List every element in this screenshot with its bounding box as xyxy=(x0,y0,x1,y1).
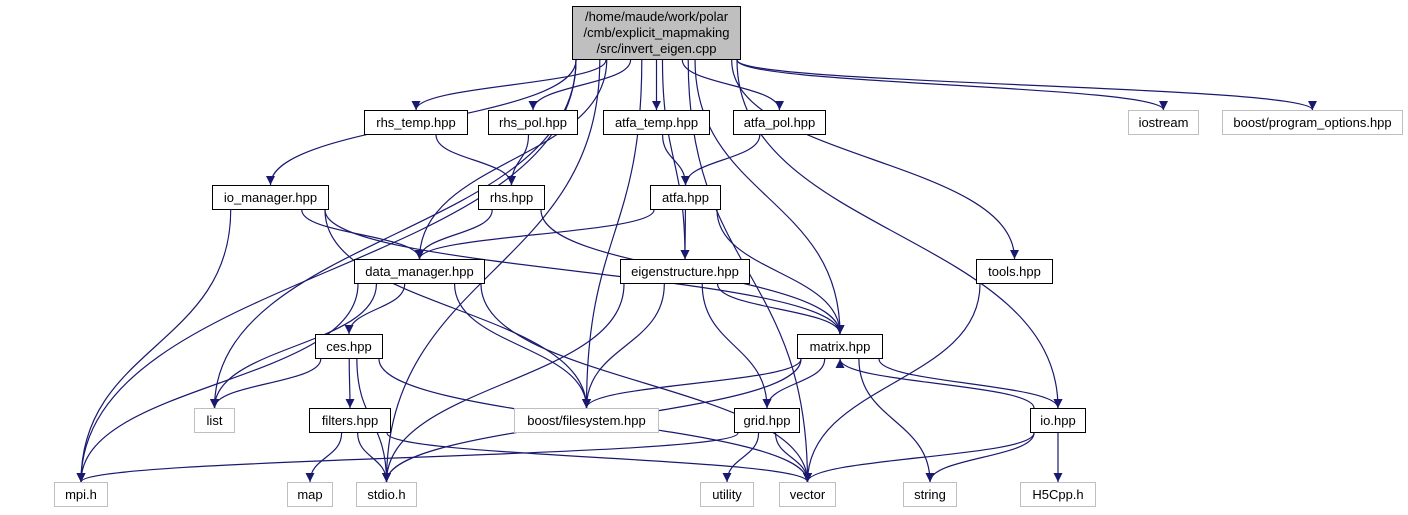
edge-root-to-tools xyxy=(731,59,1019,260)
edge-io-to-string xyxy=(925,432,1035,483)
node-rhs-pol-hpp[interactable]: rhs_pol.hpp xyxy=(488,110,578,135)
edge-io_manager-to-matrix xyxy=(324,209,845,335)
node-map: map xyxy=(287,482,333,507)
edge-data_manager-to-ces xyxy=(344,283,406,335)
node-stdio-h: stdio.h xyxy=(356,482,417,507)
edge-data_manager-to-mpi xyxy=(76,283,359,483)
edge-eigenstructure-to-grid xyxy=(701,283,772,409)
edge-root-to-iostream xyxy=(736,59,1168,111)
node-ces-hpp[interactable]: ces.hpp xyxy=(315,334,383,359)
edge-data_manager-to-vector xyxy=(480,283,812,483)
node-list: list xyxy=(194,408,235,433)
edge-atfa-to-data_manager xyxy=(415,209,655,260)
edge-root-to-matrix xyxy=(694,59,845,335)
edge-io_manager-to-mpi xyxy=(76,209,232,483)
edge-data_manager-to-boost_fs xyxy=(453,283,591,409)
edge-ces-to-list xyxy=(210,358,322,409)
node-filters-hpp[interactable]: filters.hpp xyxy=(309,408,391,433)
edge-root-to-boost_po xyxy=(736,59,1317,111)
edge-rhs_pol-to-rhs xyxy=(507,134,530,186)
edge-root-to-atfa_pol xyxy=(681,59,784,111)
edge-atfa-to-matrix xyxy=(716,209,845,335)
edge-atfa_temp-to-atfa xyxy=(661,134,690,186)
edge-eigenstructure-to-stdio xyxy=(382,283,625,483)
edge-filters-to-stdio xyxy=(357,432,391,483)
edge-tools-to-vector xyxy=(803,283,981,483)
root-file-node: /home/maude/work/polar /cmb/explicit_map… xyxy=(572,6,741,60)
edge-root-to-rhs_temp xyxy=(411,59,607,111)
root-line-1: /home/maude/work/polar xyxy=(584,9,729,24)
edge-root-to-stdio xyxy=(382,59,601,483)
edge-matrix-to-io xyxy=(878,358,1063,409)
node-rhs-hpp[interactable]: rhs.hpp xyxy=(478,185,545,210)
node-mpi-h: mpi.h xyxy=(54,482,108,507)
edge-filters-to-vector xyxy=(386,432,812,483)
edge-io-to-matrix xyxy=(835,358,1035,409)
node-string: string xyxy=(903,482,957,507)
edge-atfa_pol-to-atfa xyxy=(681,134,761,186)
edge-grid-to-utility xyxy=(722,432,760,483)
node-io-manager-hpp[interactable]: io_manager.hpp xyxy=(212,185,329,210)
edge-io_manager-to-data_manager xyxy=(301,209,424,260)
edge-matrix-to-string xyxy=(858,358,935,483)
node-data-manager-hpp[interactable]: data_manager.hpp xyxy=(354,259,485,284)
edge-matrix-to-boost_fs xyxy=(582,358,802,409)
root-line-3: /src/invert_eigen.cpp xyxy=(596,41,717,56)
edge-matrix-to-grid xyxy=(762,358,826,409)
node-grid-hpp[interactable]: grid.hpp xyxy=(734,408,800,433)
node-iostream: iostream xyxy=(1128,110,1199,135)
node-tools-hpp[interactable]: tools.hpp xyxy=(976,259,1053,284)
node-atfa-pol-hpp[interactable]: atfa_pol.hpp xyxy=(733,110,826,135)
edge-root-to-rhs_pol xyxy=(528,59,632,111)
node-vector: vector xyxy=(779,482,836,507)
edge-io-to-vector xyxy=(803,432,1035,483)
node-boost-filesystem-hpp: boost/filesystem.hpp xyxy=(514,408,659,433)
edge-io_manager-to-boost_fs xyxy=(324,209,591,409)
edge-eigenstructure-to-boost_fs xyxy=(582,283,665,409)
node-boost-program-options-hpp: boost/program_options.hpp xyxy=(1222,110,1403,135)
root-line-2: /cmb/explicit_mapmaking xyxy=(583,25,730,40)
node-h5cpp-h: H5Cpp.h xyxy=(1020,482,1096,507)
edge-ces-to-filters xyxy=(345,358,355,409)
node-utility: utility xyxy=(700,482,754,507)
edge-filters-to-map xyxy=(305,432,343,483)
node-eigenstructure-hpp[interactable]: eigenstructure.hpp xyxy=(620,259,750,284)
node-matrix-hpp[interactable]: matrix.hpp xyxy=(797,334,883,359)
edge-grid-to-mpi xyxy=(76,432,739,483)
edge-eigenstructure-to-matrix xyxy=(716,283,845,335)
node-atfa-hpp[interactable]: atfa.hpp xyxy=(650,185,721,210)
node-atfa-temp-hpp[interactable]: atfa_temp.hpp xyxy=(603,110,710,135)
node-rhs-temp-hpp[interactable]: rhs_temp.hpp xyxy=(364,110,468,135)
edge-root-to-data_manager xyxy=(415,59,608,260)
edge-root-to-mpi xyxy=(76,59,577,483)
edge-data_manager-to-list xyxy=(210,283,378,409)
node-io-hpp[interactable]: io.hpp xyxy=(1030,408,1086,433)
